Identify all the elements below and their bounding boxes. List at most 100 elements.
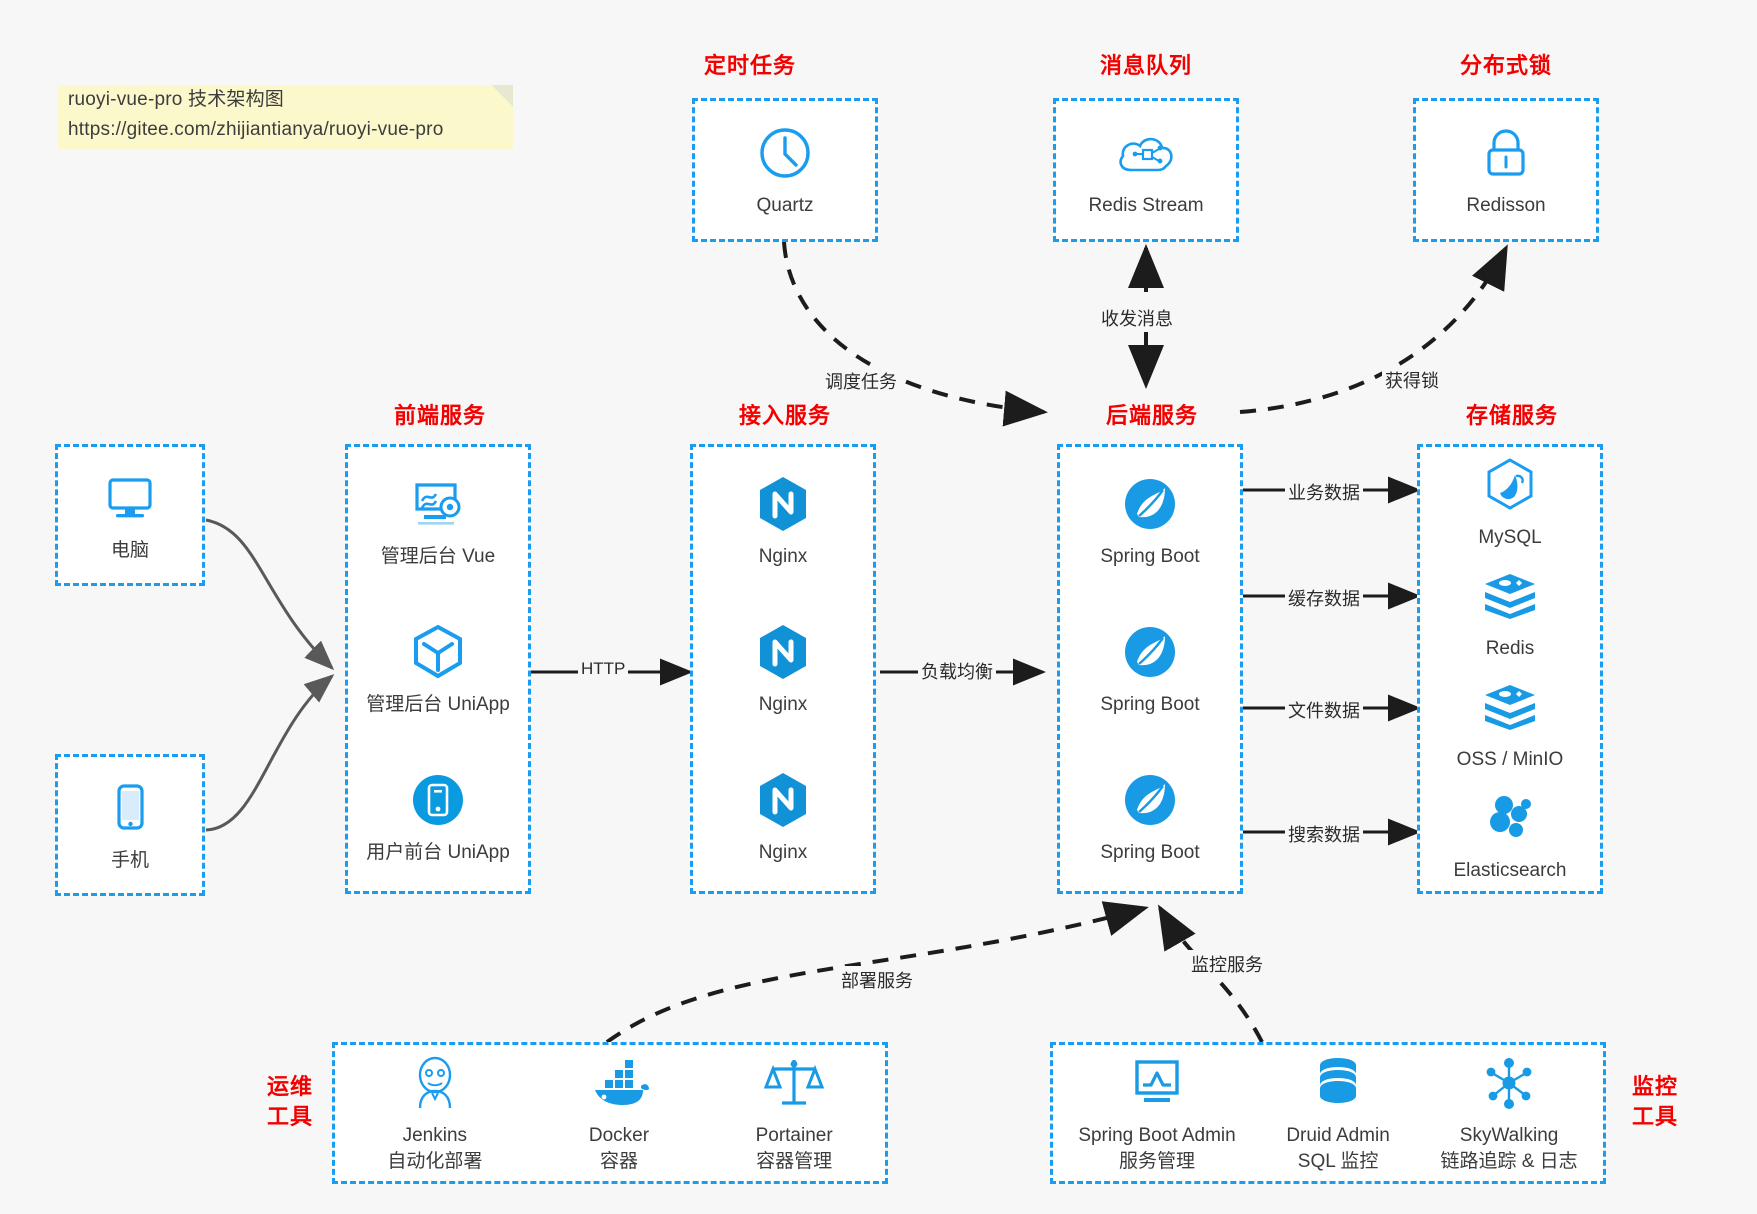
node-label: MySQL <box>1478 527 1542 548</box>
node-jenkins[interactable]: Jenkins 自动化部署 <box>387 1052 482 1175</box>
node-quartz[interactable]: Quartz <box>756 122 814 219</box>
node-spring-boot-3[interactable]: Spring Boot <box>1100 769 1200 866</box>
node-nginx-2[interactable]: Nginx <box>754 621 812 718</box>
group-box-client-desktop: 电脑 <box>55 444 205 586</box>
node-label: Quartz <box>756 194 814 216</box>
group-box-message-queue: Redis Stream <box>1053 98 1239 242</box>
edge-label-load-balance: 负载均衡 <box>918 657 996 685</box>
node-label: Redis Stream <box>1088 194 1204 216</box>
group-box-scheduled-task: Quartz <box>692 98 878 242</box>
node-label: Nginx <box>758 841 808 863</box>
note-title: ruoyi-vue-pro 技术架构图 <box>68 89 285 110</box>
node-desktop[interactable]: 电脑 <box>103 467 157 564</box>
group-box-distributed-lock: Redisson <box>1413 98 1599 242</box>
node-redisson[interactable]: Redisson <box>1466 122 1546 219</box>
node-nginx-1[interactable]: Nginx <box>754 473 812 570</box>
clock-icon <box>757 122 813 184</box>
node-docker[interactable]: Docker 容器 <box>587 1052 651 1175</box>
node-desc: SQL 监控 <box>1297 1150 1379 1172</box>
group-label-monitoring-line1: 监控 <box>1631 1074 1678 1099</box>
docker-whale-icon <box>587 1052 651 1114</box>
node-label: Nginx <box>758 545 808 567</box>
group-label-monitoring: 监控 工具 <box>1620 1072 1690 1132</box>
node-admin-uniapp[interactable]: 管理后台 UniApp <box>366 621 510 718</box>
node-label: Spring Boot <box>1100 545 1200 567</box>
edge-mobile-to-frontend <box>205 674 335 832</box>
spring-boot-icon <box>1121 769 1179 831</box>
node-spring-boot-2[interactable]: Spring Boot <box>1100 621 1200 718</box>
node-desc: 容器 <box>599 1150 638 1172</box>
node-redis-stream[interactable]: Redis Stream <box>1088 122 1204 219</box>
node-label: 手机 <box>110 849 149 871</box>
node-spring-boot-admin[interactable]: Spring Boot Admin 服务管理 <box>1078 1052 1236 1175</box>
group-label-gateway: 接入服务 <box>738 403 831 428</box>
node-skywalking[interactable]: SkyWalking 链路追踪 & 日志 <box>1440 1052 1578 1175</box>
note-fold-corner <box>491 85 513 107</box>
node-user-uniapp[interactable]: 用户前台 UniApp <box>366 769 510 866</box>
node-elasticsearch[interactable]: Elasticsearch <box>1454 787 1567 884</box>
node-druid-admin[interactable]: Druid Admin SQL 监控 <box>1286 1052 1390 1175</box>
node-label: 用户前台 UniApp <box>366 841 510 863</box>
node-label: SkyWalking <box>1459 1124 1559 1146</box>
node-spring-boot-1[interactable]: Spring Boot <box>1100 473 1200 570</box>
edge-label-file-data: 文件数据 <box>1285 696 1363 724</box>
lock-icon <box>1481 122 1531 184</box>
group-box-devops: Jenkins 自动化部署 Docker 容器 <box>332 1042 888 1184</box>
edge-label-acquire-lock: 获得锁 <box>1382 366 1442 394</box>
group-label-distributed-lock: 分布式锁 <box>1459 53 1552 78</box>
group-box-backend: Spring Boot Spring Boot Spring Boot <box>1057 444 1243 894</box>
group-label-storage: 存储服务 <box>1465 403 1558 428</box>
group-label-backend: 后端服务 <box>1105 403 1198 428</box>
dashboard-gear-icon <box>409 473 467 535</box>
node-label: Spring Boot <box>1100 693 1200 715</box>
group-label-frontend: 前端服务 <box>393 403 486 428</box>
group-box-client-mobile: 手机 <box>55 754 205 896</box>
desktop-monitor-icon <box>103 467 157 529</box>
nginx-icon <box>754 473 812 535</box>
edge-label-schedule-task: 调度任务 <box>822 367 900 395</box>
database-icon <box>1313 1052 1363 1114</box>
portainer-scale-icon <box>764 1052 825 1114</box>
node-mysql[interactable]: MySQL <box>1478 454 1542 551</box>
mobile-phone-icon <box>110 777 150 839</box>
node-portainer[interactable]: Portainer 容器管理 <box>756 1052 833 1175</box>
node-redis[interactable]: Redis <box>1481 565 1539 662</box>
group-label-devops: 运维 工具 <box>255 1072 325 1132</box>
redis-stack-icon <box>1481 565 1539 627</box>
edge-backend-to-redisson <box>1239 244 1508 414</box>
skywalking-node-icon <box>1480 1052 1538 1114</box>
node-label: Spring Boot <box>1100 841 1200 863</box>
group-label-devops-line2: 工具 <box>266 1104 313 1129</box>
group-label-monitoring-line2: 工具 <box>1631 1104 1678 1129</box>
group-box-storage: MySQL Redis <box>1417 444 1603 894</box>
node-oss-minio[interactable]: OSS / MinIO <box>1456 676 1564 773</box>
cloud-node-icon <box>1115 122 1177 184</box>
group-box-frontend: 管理后台 Vue 管理后台 UniApp 用户前台 UniApp <box>345 444 531 894</box>
node-label: Druid Admin <box>1286 1124 1390 1146</box>
node-label: Elasticsearch <box>1453 860 1567 881</box>
group-label-scheduled-task: 定时任务 <box>703 53 796 78</box>
node-label: 管理后台 UniApp <box>366 693 510 715</box>
node-desc: 服务管理 <box>1118 1150 1195 1172</box>
diagram-note: ruoyi-vue-pro 技术架构图 https://gitee.com/zh… <box>58 85 513 149</box>
node-label: Portainer <box>755 1124 833 1146</box>
node-desc: 容器管理 <box>756 1150 833 1172</box>
group-box-monitoring: Spring Boot Admin 服务管理 Druid Admin SQL 监… <box>1050 1042 1606 1184</box>
group-label-devops-line1: 运维 <box>266 1074 313 1099</box>
node-mobile[interactable]: 手机 <box>110 777 150 874</box>
node-admin-vue[interactable]: 管理后台 Vue <box>381 473 495 570</box>
node-desc: 链路追踪 & 日志 <box>1440 1150 1578 1172</box>
monitor-chart-icon <box>1128 1052 1186 1114</box>
node-label: 电脑 <box>110 539 149 561</box>
elasticsearch-icon <box>1482 787 1538 849</box>
edge-label-business-data: 业务数据 <box>1285 478 1363 506</box>
node-label: OSS / MinIO <box>1456 749 1564 770</box>
node-nginx-3[interactable]: Nginx <box>754 769 812 866</box>
group-label-message-queue: 消息队列 <box>1099 53 1192 78</box>
edge-label-monitor-service: 监控服务 <box>1188 950 1266 978</box>
node-label: Spring Boot Admin <box>1078 1124 1236 1146</box>
group-box-gateway: Nginx Nginx Nginx <box>690 444 876 894</box>
node-label: Docker <box>588 1124 650 1146</box>
phone-app-icon <box>409 769 467 831</box>
spring-boot-icon <box>1121 621 1179 683</box>
